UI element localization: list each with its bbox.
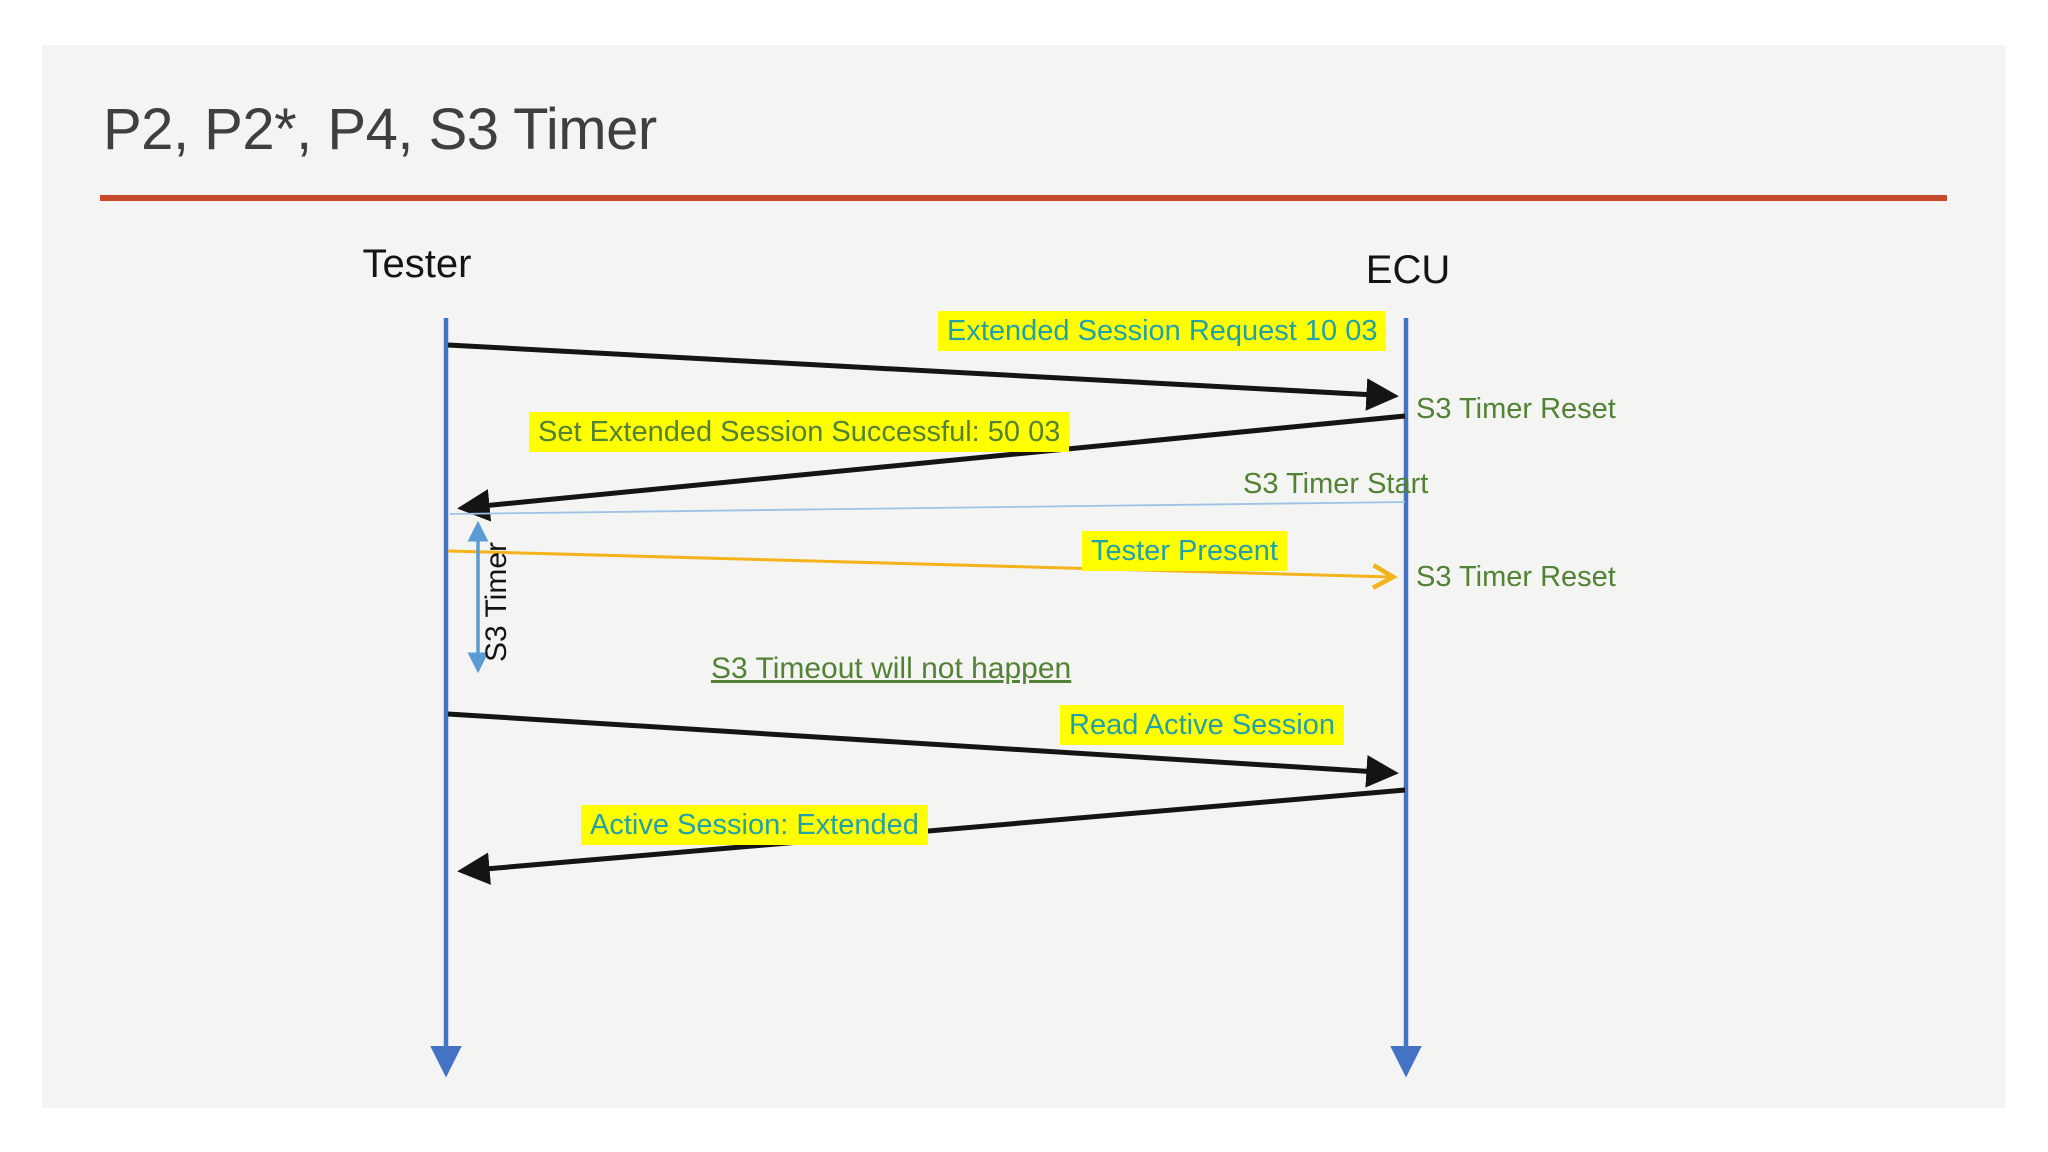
note-s3-timer-reset-2: S3 Timer Reset (1416, 561, 1616, 593)
page-title: P2, P2*, P4, S3 Timer (103, 97, 657, 162)
arrow-read-active-session (447, 711, 1399, 788)
actor-label-ecu: ECU (1365, 248, 1451, 292)
message-label-set-extended-session: Set Extended Session Successful: 50 03 (529, 412, 1070, 452)
title-divider (100, 195, 1947, 201)
arrow-extended-session-request (447, 342, 1399, 411)
message-label-tester-present: Tester Present (1082, 531, 1287, 571)
arrow-active-session-extended (457, 787, 1406, 885)
note-s3-timer-start: S3 Timer Start (1243, 468, 1429, 500)
note-s3-timer-reset-1: S3 Timer Reset (1416, 393, 1616, 425)
message-label-extended-session-request: Extended Session Request 10 03 (938, 311, 1387, 351)
actor-label-tester: Tester (362, 242, 472, 286)
message-label-read-active-session: Read Active Session (1060, 705, 1344, 745)
arrow-set-extended-session (457, 413, 1406, 522)
line-s3-timer-start (449, 501, 1406, 515)
message-label-active-session-extended: Active Session: Extended (581, 805, 928, 845)
s3-timer-span-label: S3 Timer (480, 541, 513, 663)
note-s3-timeout: S3 Timeout will not happen (711, 652, 1072, 685)
slide (42, 45, 2005, 1108)
arrow-tester-present (447, 549, 1398, 590)
